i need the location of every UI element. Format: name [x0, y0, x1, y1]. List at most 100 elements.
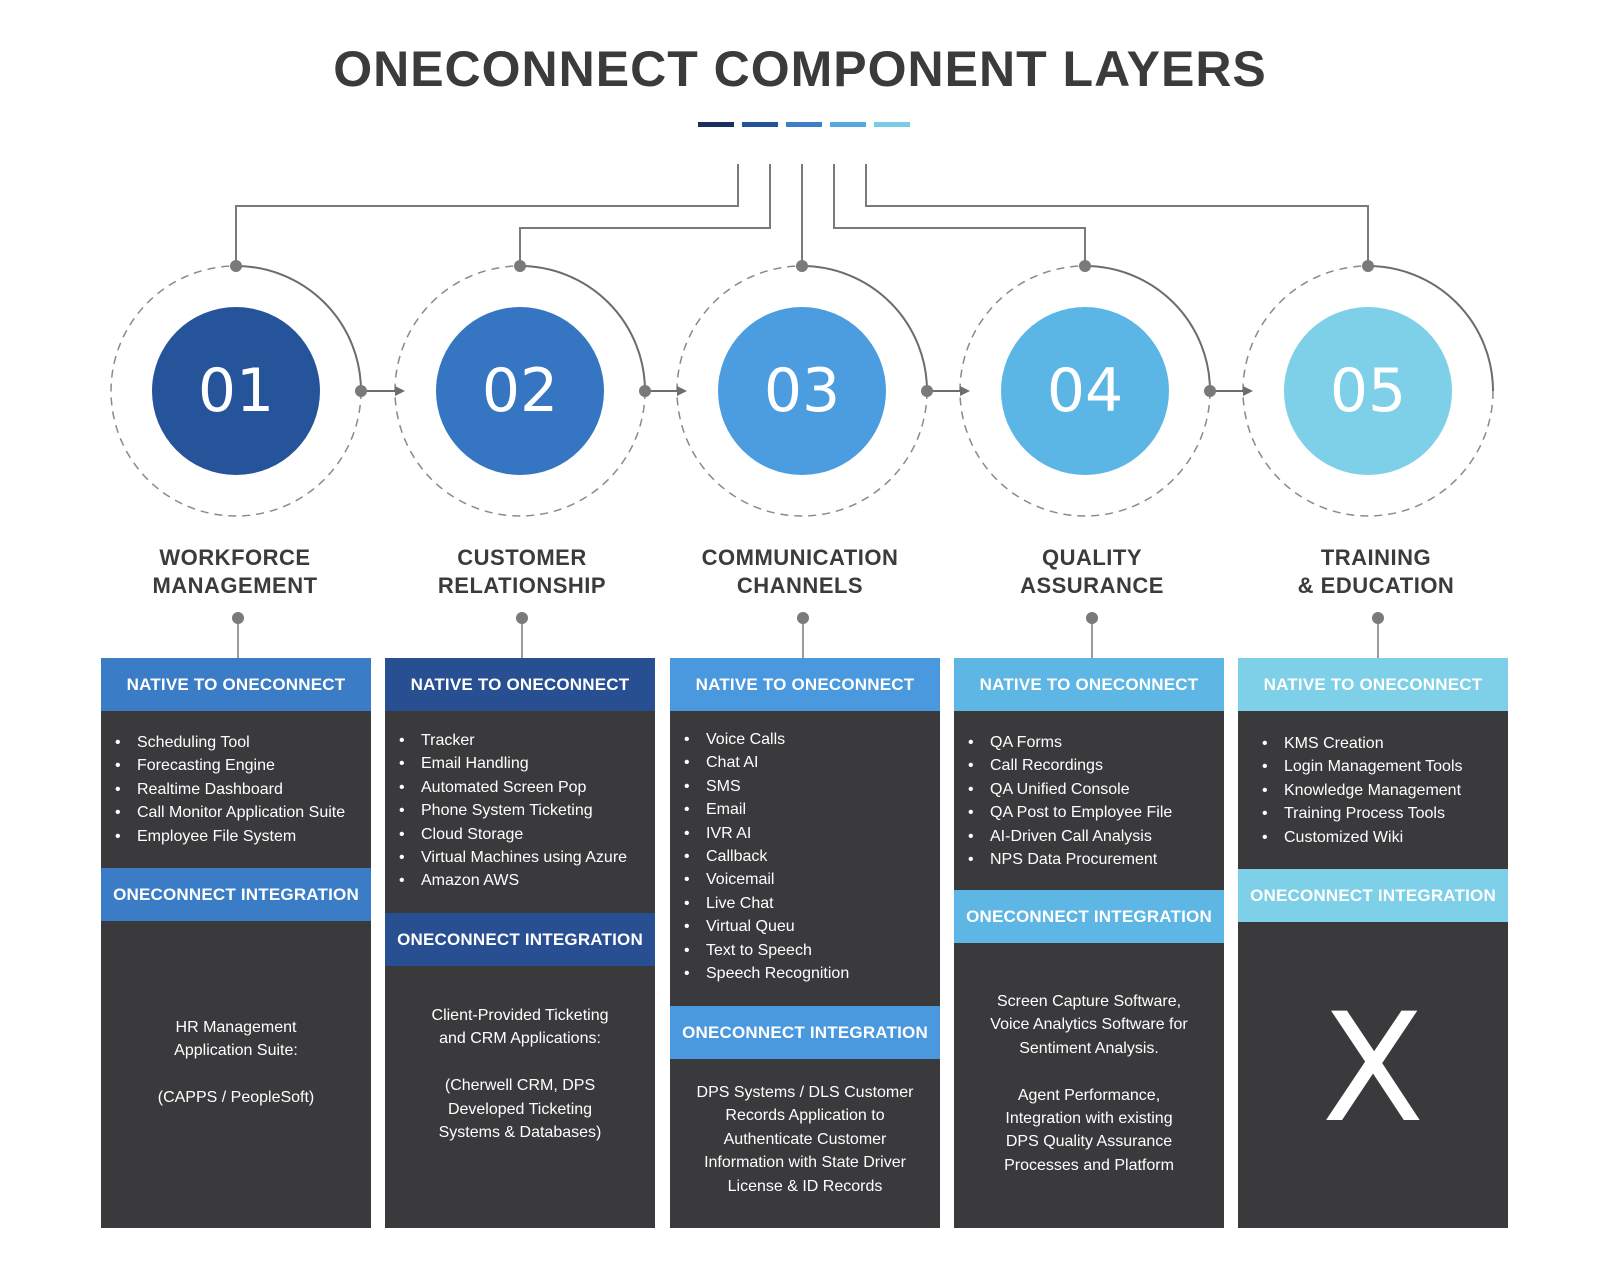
- native-header-1: NATIVE TO ONECONNECT: [101, 658, 371, 711]
- list-item: Call Monitor Application Suite: [115, 801, 371, 825]
- layer-title-1-line2: MANAGEMENT: [152, 573, 318, 598]
- dot-right-2: [639, 385, 651, 397]
- layer-column-1: NATIVE TO ONECONNECT Scheduling Tool For…: [101, 658, 371, 1228]
- list-item: Login Management Tools: [1262, 755, 1508, 779]
- integration-header-5: ONECONNECT INTEGRATION: [1238, 869, 1508, 922]
- list-item: Call Recordings: [968, 754, 1224, 778]
- layer-column-3: NATIVE TO ONECONNECT Voice Calls Chat AI…: [670, 658, 940, 1228]
- layer-title-5-line1: TRAINING: [1320, 545, 1432, 570]
- list-item: Virtual Machines using Azure: [399, 846, 655, 870]
- list-item: SMS: [684, 775, 940, 799]
- connector-line-4: [833, 164, 1086, 266]
- native-header-4: NATIVE TO ONECONNECT: [954, 658, 1224, 711]
- layer-number-circle-1: 01: [152, 307, 320, 475]
- layer-column-2: NATIVE TO ONECONNECT Tracker Email Handl…: [385, 658, 655, 1228]
- dash-5: [874, 122, 910, 127]
- dot-top-3: [796, 260, 808, 272]
- list-item: Voicemail: [684, 868, 940, 892]
- list-item: Live Chat: [684, 892, 940, 916]
- page-title: ONECONNECT COMPONENT LAYERS: [333, 41, 1267, 97]
- list-item: Virtual Queu: [684, 915, 940, 939]
- list-item: Scheduling Tool: [115, 731, 371, 755]
- native-list-1: Scheduling Tool Forecasting Engine Realt…: [101, 711, 371, 868]
- connector-line-2: [519, 164, 771, 266]
- dot-top-5: [1362, 260, 1374, 272]
- layer-number-circle-4: 04: [1001, 307, 1169, 475]
- integration-text-3: DPS Systems / DLS Customer Records Appli…: [696, 1084, 914, 1195]
- list-item: AI-Driven Call Analysis: [968, 825, 1224, 849]
- dot-top-1: [230, 260, 242, 272]
- list-item: Forecasting Engine: [115, 754, 371, 778]
- list-item: QA Forms: [968, 731, 1224, 755]
- layer-title-5-line2: & EDUCATION: [1297, 573, 1455, 598]
- connector-line-1: [235, 164, 739, 266]
- integration-text-1: HR Management Application Suite: (CAPPS …: [157, 1019, 315, 1107]
- dot-top-4: [1079, 260, 1091, 272]
- layer-title-2-line2: RELATIONSHIP: [437, 573, 607, 598]
- native-list-2: Tracker Email Handling Automated Screen …: [385, 711, 655, 913]
- native-list-3: Voice Calls Chat AI SMS Email IVR AI Cal…: [670, 711, 940, 1006]
- ring-arc-4: [1084, 265, 1211, 392]
- list-item: Training Process Tools: [1262, 802, 1508, 826]
- layer-title-4: QUALITY ASSURANCE: [962, 544, 1222, 600]
- layer-number-3: 03: [763, 356, 841, 426]
- list-item: Automated Screen Pop: [399, 776, 655, 800]
- list-item: Cloud Storage: [399, 823, 655, 847]
- dash-2: [742, 122, 778, 127]
- list-item: QA Unified Console: [968, 778, 1224, 802]
- dot-right-4: [1204, 385, 1216, 397]
- layer-title-4-line1: QUALITY: [1041, 545, 1143, 570]
- list-item: Tracker: [399, 729, 655, 753]
- layer-number-circle-2: 02: [436, 307, 604, 475]
- native-list-4: QA Forms Call Recordings QA Unified Cons…: [954, 711, 1224, 890]
- layer-title-1-line1: WORKFORCE: [159, 545, 311, 570]
- layer-column-5: NATIVE TO ONECONNECT KMS Creation Login …: [1238, 658, 1508, 1228]
- list-item: KMS Creation: [1262, 732, 1508, 756]
- layer-title-1: WORKFORCE MANAGEMENT: [105, 544, 365, 600]
- dot-right-1: [355, 385, 367, 397]
- integration-header-1: ONECONNECT INTEGRATION: [101, 868, 371, 921]
- list-item: Phone System Ticketing: [399, 799, 655, 823]
- list-item: Realtime Dashboard: [115, 778, 371, 802]
- dash-1: [698, 122, 734, 127]
- layer-title-2: CUSTOMER RELATIONSHIP: [392, 544, 652, 600]
- list-item: Knowledge Management: [1262, 779, 1508, 803]
- list-item: Email: [684, 798, 940, 822]
- layer-number-1: 01: [197, 356, 275, 426]
- integration-none-x-icon: X: [1321, 982, 1425, 1156]
- ring-arc-3: [801, 265, 928, 392]
- ring-arc-1: [235, 265, 362, 392]
- ring-arc-5: [1367, 265, 1494, 392]
- native-list-5: KMS Creation Login Management Tools Know…: [1238, 711, 1508, 869]
- dot-top-2: [514, 260, 526, 272]
- dot-right-3: [921, 385, 933, 397]
- integration-header-4: ONECONNECT INTEGRATION: [954, 890, 1224, 943]
- layer-title-3-line2: CHANNELS: [736, 573, 864, 598]
- list-item: Amazon AWS: [399, 869, 655, 893]
- integration-text-2: Client-Provided Ticketing and CRM Applic…: [431, 1007, 609, 1142]
- list-item: QA Post to Employee File: [968, 801, 1224, 825]
- integration-text-4: Screen Capture Software, Voice Analytics…: [990, 993, 1188, 1174]
- list-item: NPS Data Procurement: [968, 848, 1224, 872]
- layer-title-3-line1: COMMUNICATION: [701, 545, 899, 570]
- layer-column-4: NATIVE TO ONECONNECT QA Forms Call Recor…: [954, 658, 1224, 1228]
- layer-title-4-line2: ASSURANCE: [1020, 573, 1164, 598]
- layer-title-3: COMMUNICATION CHANNELS: [670, 544, 930, 600]
- native-header-5: NATIVE TO ONECONNECT: [1238, 658, 1508, 711]
- integration-header-3: ONECONNECT INTEGRATION: [670, 1006, 940, 1059]
- list-item: Speech Recognition: [684, 962, 940, 986]
- list-item: Chat AI: [684, 751, 940, 775]
- list-item: Employee File System: [115, 825, 371, 849]
- dash-3: [786, 122, 822, 127]
- integration-header-2: ONECONNECT INTEGRATION: [385, 913, 655, 966]
- list-item: Callback: [684, 845, 940, 869]
- layer-title-5: TRAINING & EDUCATION: [1246, 544, 1506, 600]
- layer-number-4: 04: [1046, 356, 1124, 426]
- list-item: Text to Speech: [684, 939, 940, 963]
- list-item: IVR AI: [684, 822, 940, 846]
- layer-number-2: 02: [481, 356, 559, 426]
- native-header-3: NATIVE TO ONECONNECT: [670, 658, 940, 711]
- ring-arc-2: [519, 265, 646, 392]
- layer-number-circle-3: 03: [718, 307, 886, 475]
